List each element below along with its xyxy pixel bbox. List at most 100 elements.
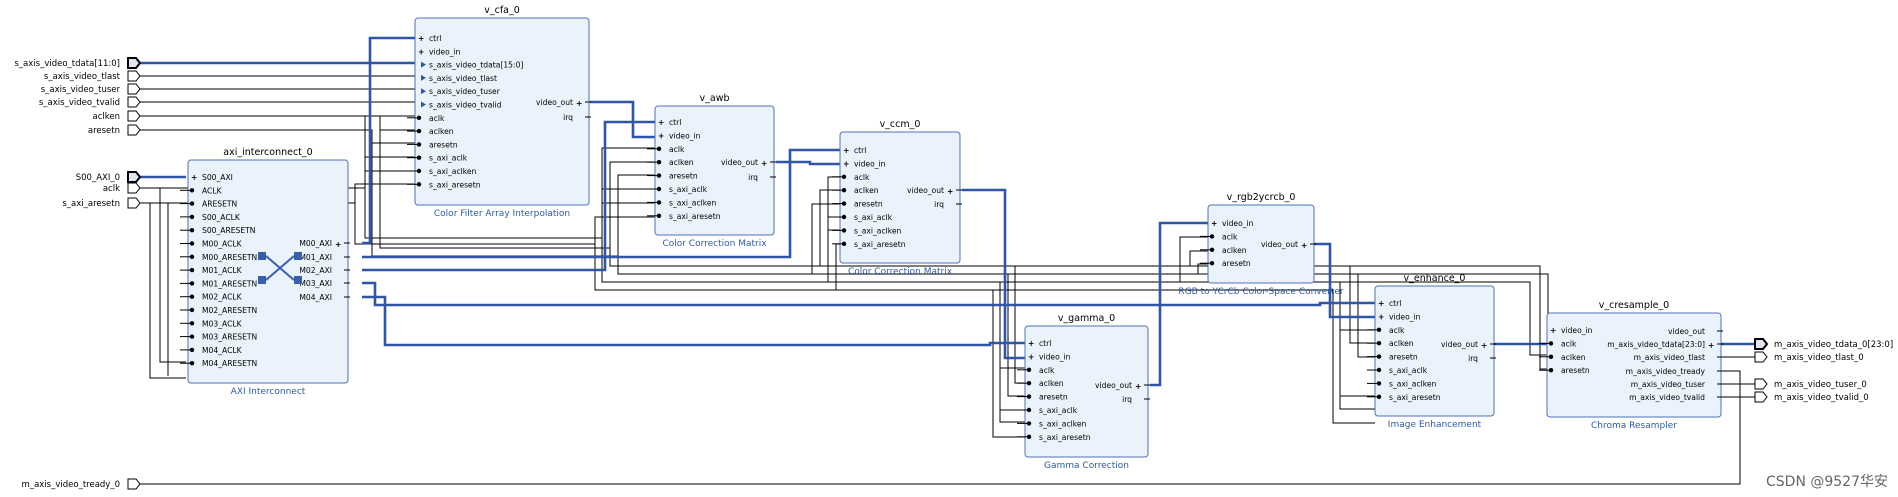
net-m01-axi-ccm[interactable] [362,148,840,259]
net-video-awb-ccm[interactable] [776,160,840,166]
net-m-axis-tready[interactable] [138,370,1741,485]
circle-icon [656,213,662,218]
pin-label: M01_ARESETN [202,279,257,288]
block-body[interactable] [187,159,349,384]
pin-label: aclk [1222,232,1238,241]
block-body[interactable] [414,17,590,206]
port-m-axis-video-tuser[interactable]: m_axis_video_tuser_0 [1754,378,1867,390]
arrow-port-icon [127,197,141,209]
pin-label: ARESETN [202,200,237,209]
net-aresetn-cfa[interactable] [138,129,415,144]
pin-label: M03_ARESETN [202,333,257,342]
net-aclk-rgb[interactable] [1000,236,1210,283]
port-s-axis-video-tdata[interactable]: s_axis_video_tdata[11:0] [14,57,142,69]
circle-icon [841,201,847,206]
circle-icon [1209,247,1215,252]
port-s-axi-aresetn[interactable]: s_axi_aresetn [62,197,141,209]
net-aclk-interconnect[interactable] [138,187,186,363]
pin-label: s_axis_video_tlast [429,74,497,83]
net-aclk-enhance-saxi[interactable] [1339,330,1375,410]
net-aclk-gamma[interactable] [828,281,1025,369]
port-m-axis-video-tdata[interactable]: m_axis_video_tdata_0[23:0] [1754,338,1893,350]
pin-label: aclken [1222,246,1247,255]
pin-label: m_axis_video_tuser [1631,380,1706,389]
port-label: aclken [93,112,120,122]
pin-label: aclken [1389,339,1414,348]
block-description: Chroma Resampler [1591,421,1677,431]
net-saxi-aresetn-gamma[interactable] [836,289,1025,438]
pin-label: ctrl [1039,339,1051,348]
plus-icon: + [1211,219,1217,228]
port-m-axis-video-tready[interactable]: m_axis_video_tready_0 [22,478,141,490]
net-aresetn-gamma[interactable] [812,273,1025,397]
pin-label: ACLK [202,186,223,195]
pin-label: aresetn [1039,393,1068,402]
net-aclk-awb-saxi[interactable] [601,148,655,204]
block-instance-name: v_awb [700,93,730,104]
circle-icon [841,228,847,233]
pin-label: S00_ARESETN [202,226,256,235]
circle-icon [1548,354,1554,359]
circle-icon [656,146,662,151]
block-instance-name: v_cfa_0 [484,5,520,16]
plus-icon: + [1378,312,1384,321]
pin-label: irq [1122,395,1132,404]
net-aclk-gamma-saxi[interactable] [999,368,1025,423]
net-video-rgb-enhance[interactable] [1310,242,1375,319]
net-aclken-cfa[interactable] [138,115,415,131]
triangle-icon [421,101,426,108]
circle-icon [1209,234,1215,239]
port-aresetn[interactable]: aresetn [88,124,141,136]
port-m-axis-video-tvalid[interactable]: m_axis_video_tvalid_0 [1754,391,1869,403]
pin-label: M04_ACLK [202,346,243,355]
net-video-gamma-rgb[interactable] [1150,221,1210,387]
port-s-axis-video-tvalid[interactable]: s_axis_video_tvalid [39,96,141,108]
circle-icon [189,334,195,339]
pin-label: s_axi_aclken [429,167,477,176]
circle-icon [189,294,195,299]
net-video-ccm-gamma[interactable] [962,188,1025,360]
plus-icon: + [1550,326,1556,335]
net-aclken-gamma[interactable] [820,265,1025,384]
port-s-axis-video-tuser[interactable]: s_axis_video_tuser [41,83,141,95]
block-description: Color Correction Matrix [848,267,953,277]
circle-icon [1376,341,1382,346]
pin-label: aclk [669,145,685,154]
block-body[interactable] [839,131,961,264]
port-aclken[interactable]: aclken [93,110,141,122]
arrow-port-icon [1754,351,1768,363]
net-aresetn-rgb[interactable] [1008,263,1210,275]
port-m-axis-video-tlast[interactable]: m_axis_video_tlast_0 [1754,351,1864,363]
pin-label: s_axi_aclken [854,226,902,235]
port-s00-axi[interactable]: S00_AXI_0 [76,171,142,183]
pin-label: M04_ARESETN [202,359,257,368]
net-m04-axi-gamma[interactable] [362,295,1025,347]
pin-label: aresetn [1222,259,1251,268]
block-body[interactable] [654,105,775,236]
net-saxi-aresetn-enhance[interactable] [993,289,1375,424]
net-aclken-rgb[interactable] [1015,250,1210,267]
block-body[interactable] [1024,325,1149,458]
port-aclk[interactable]: aclk [103,182,141,194]
net-m02-axi-awb[interactable] [362,120,655,272]
net-aclken-cresample[interactable] [1350,265,1550,370]
pin-label: aclk [429,114,445,123]
pin-label: s_axi_aclken [669,198,717,207]
block-body[interactable] [1374,285,1495,417]
net-video-cfa-awb[interactable] [590,100,655,139]
block-body[interactable] [1546,312,1722,418]
net-m00-axi-cfa[interactable] [362,36,420,245]
pin-label: aclken [854,186,879,195]
net-saxi-aresetn-ccm[interactable] [594,243,840,291]
port-s-axis-video-tlast[interactable]: s_axis_video_tlast [44,70,141,82]
block-description: AXI Interconnect [231,387,306,397]
